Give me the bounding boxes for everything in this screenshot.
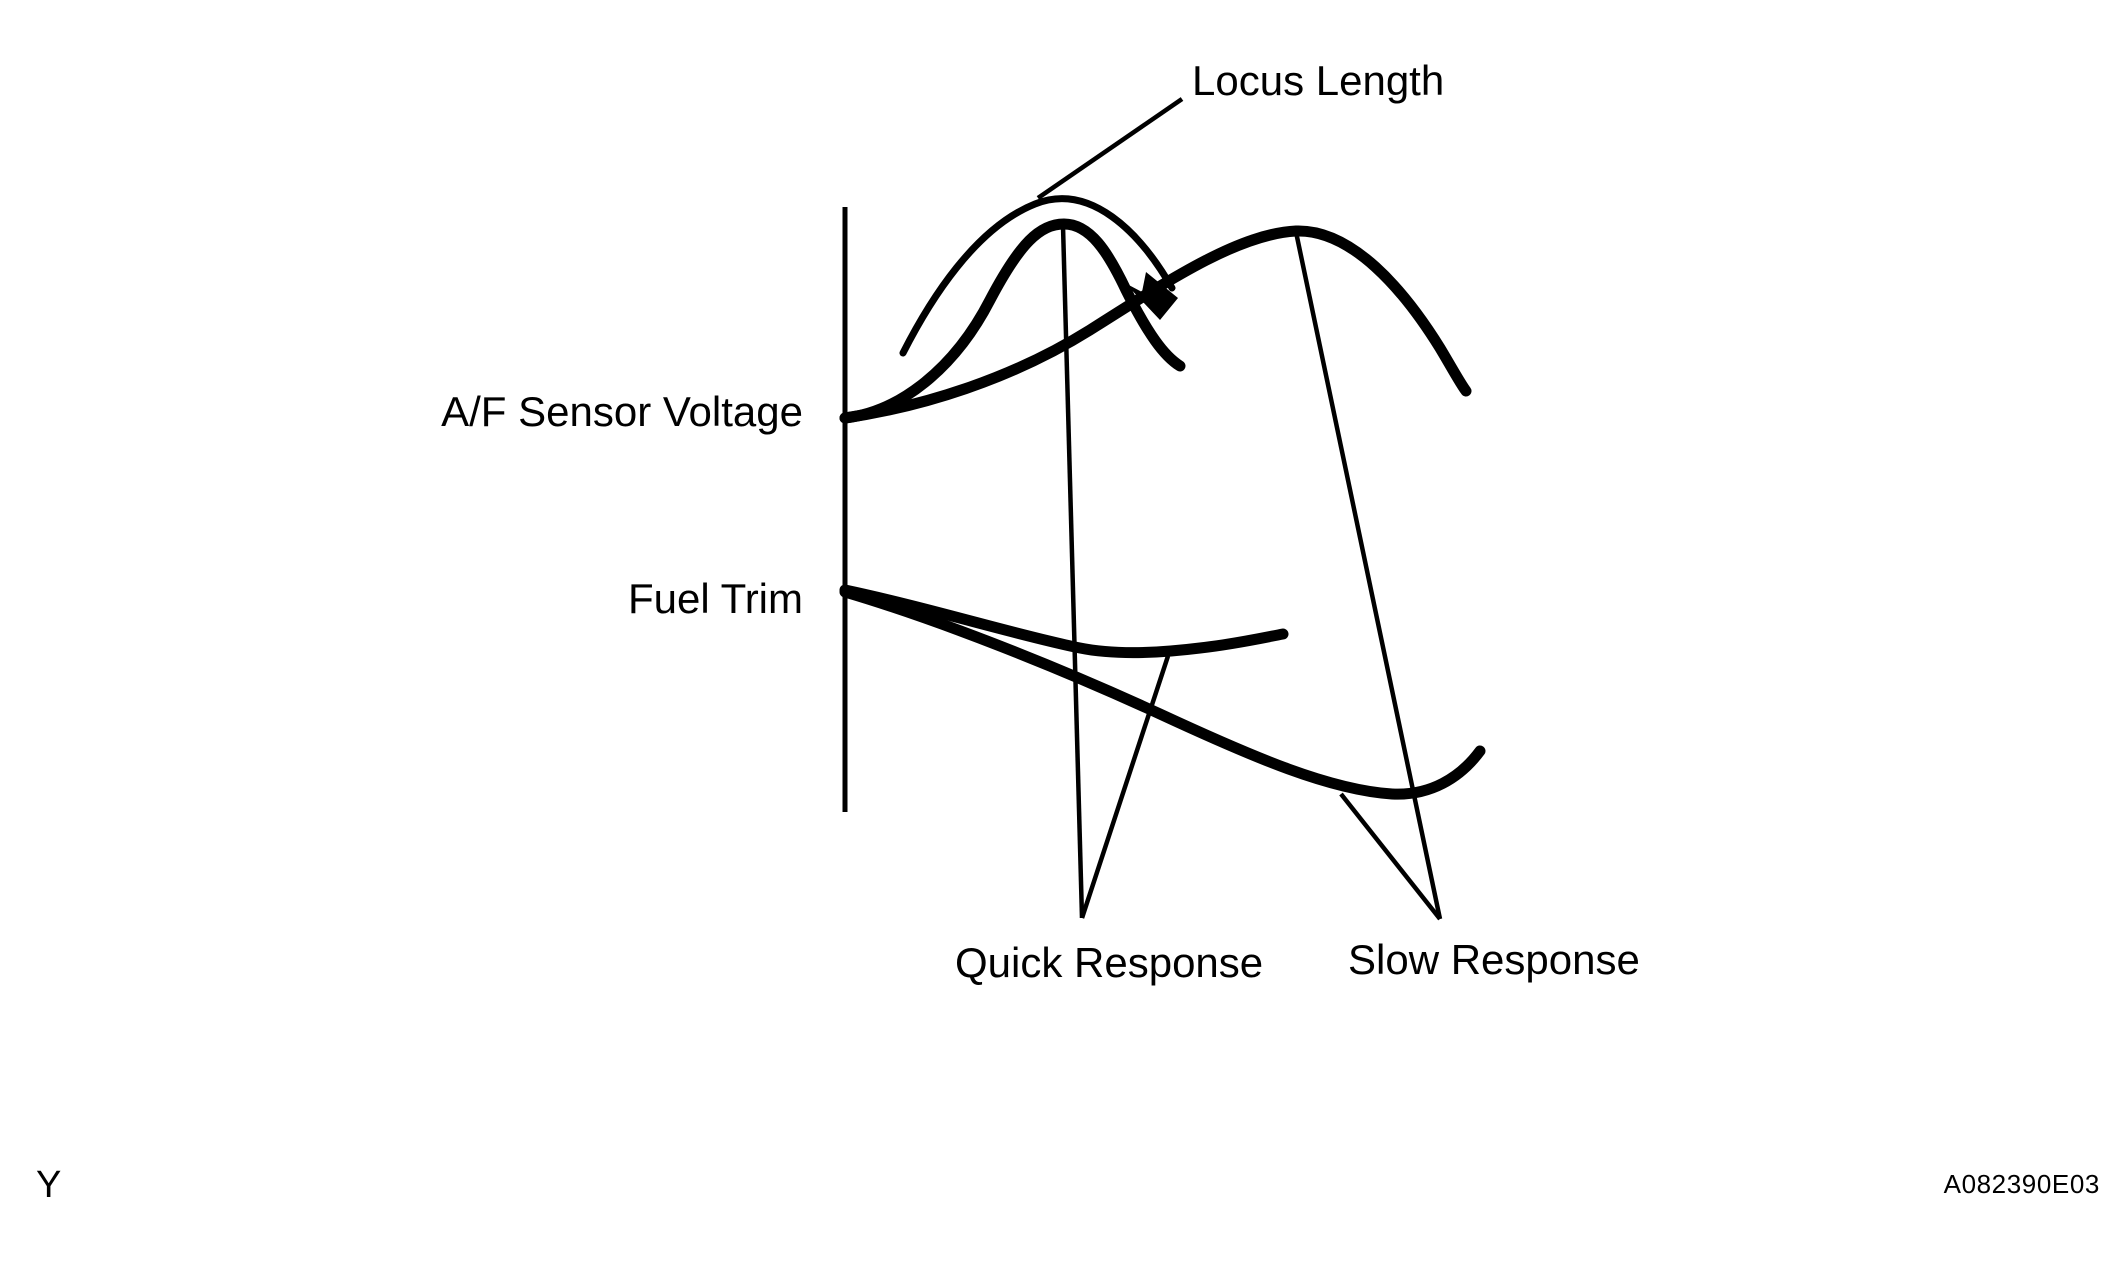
af-sensor-quick-response-curve [839, 218, 1186, 424]
fuel-trim-slow-response-curve [839, 586, 1486, 800]
label-quick-response: Quick Response [955, 939, 1263, 986]
slow-response-leader-branch-af [1293, 231, 1443, 920]
fuel-trim-quick-response-curve [839, 584, 1289, 658]
drawing-code: A082390E03 [1944, 1169, 2100, 1199]
locus-length-arc [899, 195, 1176, 357]
quick-response-leader-branch-af [1060, 225, 1085, 919]
label-locus-length: Locus Length [1192, 57, 1444, 104]
locus-length-leader-line [1036, 97, 1184, 200]
page-corner-mark: Y [36, 1164, 61, 1206]
label-af-sensor-voltage: A/F Sensor Voltage [441, 388, 803, 435]
quick-response-leader-branch-fuel-trim [1079, 655, 1171, 919]
label-slow-response: Slow Response [1348, 936, 1640, 983]
af-sensor-slow-response-curve [839, 225, 1472, 424]
label-fuel-trim: Fuel Trim [628, 575, 803, 622]
slow-response-leader-branch-fuel-trim [1339, 792, 1442, 921]
